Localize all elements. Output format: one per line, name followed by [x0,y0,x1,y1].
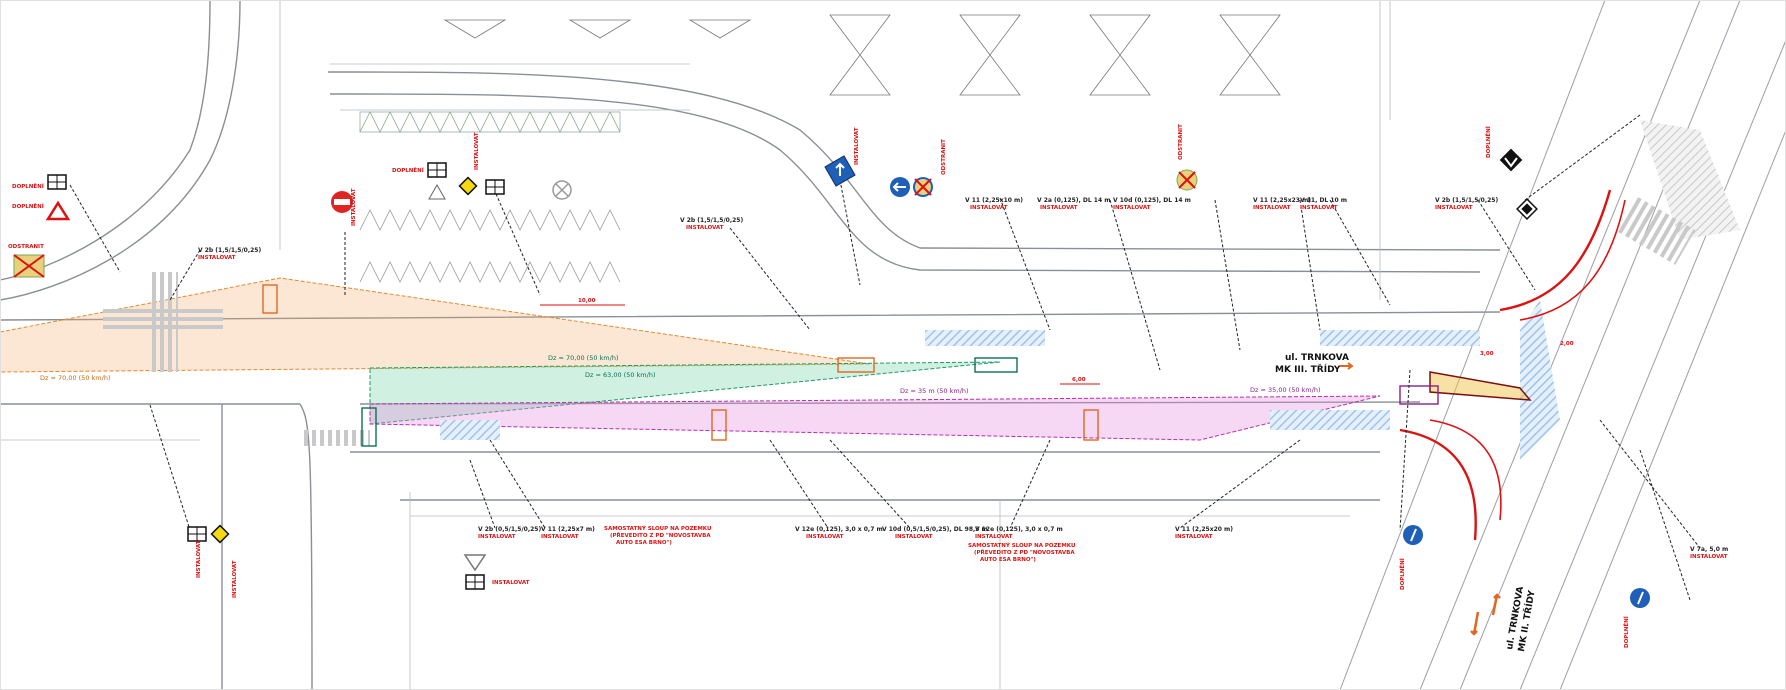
direction-arrows [1470,593,1501,636]
keep-left-sign-1: DOPLNĚNÍ [1398,525,1423,590]
callout-v10d: V 10d (0,125), DL 14 m [1113,197,1191,204]
note-separate-pole-1: SAMOSTATNÝ SLOUP NA POZEMKU (PŘEVEDITO Z… [604,525,711,546]
section-symbols [443,14,1281,96]
dim-label-2: 6,00 [1072,377,1086,383]
sight-distance-labels: Dz = 70,00 (50 km/h) Dz = 70,00 (50 km/h… [40,354,1320,395]
svg-text:ODSTRANIT: ODSTRANIT [941,139,947,175]
dim-label-3: 3,00 [1480,351,1494,357]
callout-v11-bottom2: V 11 (2,25x20 m) [1175,526,1233,533]
marking-callouts-top: V 2b (1,5/1,5/0,25) INSTALOVAT V 2b (1,5… [198,197,1498,261]
keep-left-sign-2: DOPLNĚNÍ [1622,588,1650,648]
hatched-areas [440,120,1740,460]
sight-label-1: Dz = 70,00 (50 km/h) [40,374,110,382]
callout-v2b-bottom: V 2b (0,5/1,5/0,25) [478,526,541,533]
dimension-lines: 10,00 6,00 3,00 2,00 [540,298,1574,385]
svg-text:SAMOSTATNÝ SLOUP NA POZEMKU: SAMOSTATNÝ SLOUP NA POZEMKU [968,542,1075,549]
svg-text:INSTALOVAT: INSTALOVAT [1113,205,1151,211]
sight-triangles [0,277,1381,441]
turn-lanes [1399,189,1626,541]
leader-lines [69,114,1701,601]
svg-text:INSTALOVAT: INSTALOVAT [232,560,238,598]
svg-text:ul. TRNKOVA: ul. TRNKOVA [1285,353,1349,363]
callout-v12e-bottom2: V 12e (0,125), 3,0 x 0,7 m [975,526,1063,533]
crosswalks [103,195,1696,446]
sign-left-group: DOPLNĚNÍ DOPLNĚNÍ [12,174,71,221]
svg-text:INSTALOVAT: INSTALOVAT [1040,205,1078,211]
svg-text:AUTO ESA BRNO"): AUTO ESA BRNO") [980,557,1036,563]
sight-label-3: Dz = 63,00 (50 km/h) [585,371,655,379]
removed-sign-circle [552,180,572,200]
note-separate-pole-2: SAMOSTATNÝ SLOUP NA POZEMKU (PŘEVEDITO Z… [968,542,1075,563]
callout-v10d-bottom: V 10d (0,5/1,5/0,25), DL 98,3 m [882,526,988,533]
parking-stalls [359,111,621,283]
svg-text:DOPLNĚNÍ: DOPLNĚNÍ [12,202,44,210]
dim-label-1: 10,00 [578,298,596,304]
svg-text:DOPLNĚNÍ: DOPLNĚNÍ [1622,616,1630,648]
one-way-sign: INSTALOVAT [824,127,860,187]
svg-text:INSTALOVAT: INSTALOVAT [541,534,579,540]
svg-text:INSTALOVAT: INSTALOVAT [1690,554,1728,560]
svg-text:INSTALOVAT: INSTALOVAT [474,132,480,170]
callout-v7a: V 7a, 5,0 m [1690,546,1728,553]
street-name-rotated: ul. TRNKOVA MK II. TŘÍDY [1505,586,1538,653]
sign-pair-bottom-left: INSTALOVAT INSTALOVAT [187,524,238,598]
svg-text:INSTALOVAT: INSTALOVAT [1175,534,1213,540]
callout-v12e-bottom: V 12e (0,125), 3,0 x 0,7 m [795,526,883,533]
callout-v2b-left: V 2b (1,5/1,5/0,25) [198,247,261,254]
svg-text:INSTALOVAT: INSTALOVAT [1435,205,1473,211]
removed-sign-top-right: ODSTRANIT [1176,124,1198,191]
svg-text:ODSTRANIT: ODSTRANIT [1178,124,1184,160]
svg-text:INSTALOVAT: INSTALOVAT [492,580,530,586]
svg-text:DOPLNĚNÍ: DOPLNĚNÍ [1484,126,1492,158]
sign-pair-right: DOPLNĚNÍ [1484,126,1538,220]
svg-text:INSTALOVAT: INSTALOVAT [895,534,933,540]
callout-v11-a: V 11 (2,25x10 m) [965,197,1023,204]
sight-label-2: Dz = 70,00 (50 km/h) [548,354,618,362]
dim-label-4: 2,00 [1560,341,1574,347]
svg-text:INSTALOVAT: INSTALOVAT [198,255,236,261]
sign-removed-left: ODSTRANIT [8,244,45,278]
traffic-signs: DOPLNĚNÍ DOPLNĚNÍ ODSTRANIT INSTALOVAT D… [8,124,1650,648]
priority-road-sign-1: INSTALOVAT [458,132,505,196]
svg-text:MK III. TŘÍDY: MK III. TŘÍDY [1275,363,1341,375]
callout-v11-bottom: V 11 (2,25x7 m) [541,526,595,533]
svg-text:INSTALOVAT: INSTALOVAT [1253,205,1291,211]
svg-text:(PŘEVEDITO Z PD "NOVOSTAVBA: (PŘEVEDITO Z PD "NOVOSTAVBA [974,549,1075,556]
svg-text:DOPLNĚNÍ: DOPLNĚNÍ [12,182,44,190]
svg-text:AUTO ESA BRNO"): AUTO ESA BRNO") [616,540,672,546]
callout-v2b-right: V 2b (1,5/1,5/0,25) [1435,197,1498,204]
svg-text:DOPLNĚNÍ: DOPLNĚNÍ [392,166,424,174]
svg-text:INSTALOVAT: INSTALOVAT [1300,205,1338,211]
street-name-main: ul. TRNKOVA MK III. TŘÍDY [1275,353,1354,375]
sight-label-5: Dz = 35,00 (50 km/h) [1250,386,1320,394]
direction-sign-pair: ODSTRANIT [890,139,947,197]
callout-v2a: V 2a (0,125), DL 14 m [1037,197,1110,204]
svg-text:INSTALOVAT: INSTALOVAT [806,534,844,540]
marking-callouts-bottom: V 2b (0,5/1,5/0,25) INSTALOVAT V 11 (2,2… [478,526,1728,560]
svg-text:DOPLNĚNÍ: DOPLNĚNÍ [1398,558,1406,590]
svg-text:INSTALOVAT: INSTALOVAT [351,188,357,226]
no-entry-sign: INSTALOVAT [331,188,357,226]
sight-label-4: Dz = 35 m (50 km/h) [900,387,969,395]
svg-text:INSTALOVAT: INSTALOVAT [975,534,1013,540]
callout-v11-b: V 11 (2,25x23 m) [1253,197,1311,204]
svg-text:INSTALOVAT: INSTALOVAT [686,225,724,231]
callout-v2b-mid: V 2b (1,5/1,5/0,25) [680,217,743,224]
callout-v11-c: V 11, DL 10 m [1300,197,1347,204]
give-way-sign-bottom: INSTALOVAT [463,554,530,590]
svg-text:INSTALOVAT: INSTALOVAT [196,540,202,578]
sign-pair-1: DOPLNĚNÍ [392,162,447,200]
svg-text:(PŘEVEDITO Z PD "NOVOSTAVBA: (PŘEVEDITO Z PD "NOVOSTAVBA [610,532,711,539]
svg-text:SAMOSTATNÝ SLOUP NA POZEMKU: SAMOSTATNÝ SLOUP NA POZEMKU [604,525,711,532]
vehicles [262,284,1439,447]
svg-text:INSTALOVAT: INSTALOVAT [854,127,860,165]
svg-text:INSTALOVAT: INSTALOVAT [970,205,1008,211]
svg-text:INSTALOVAT: INSTALOVAT [478,534,516,540]
svg-text:ODSTRANIT: ODSTRANIT [8,244,44,250]
